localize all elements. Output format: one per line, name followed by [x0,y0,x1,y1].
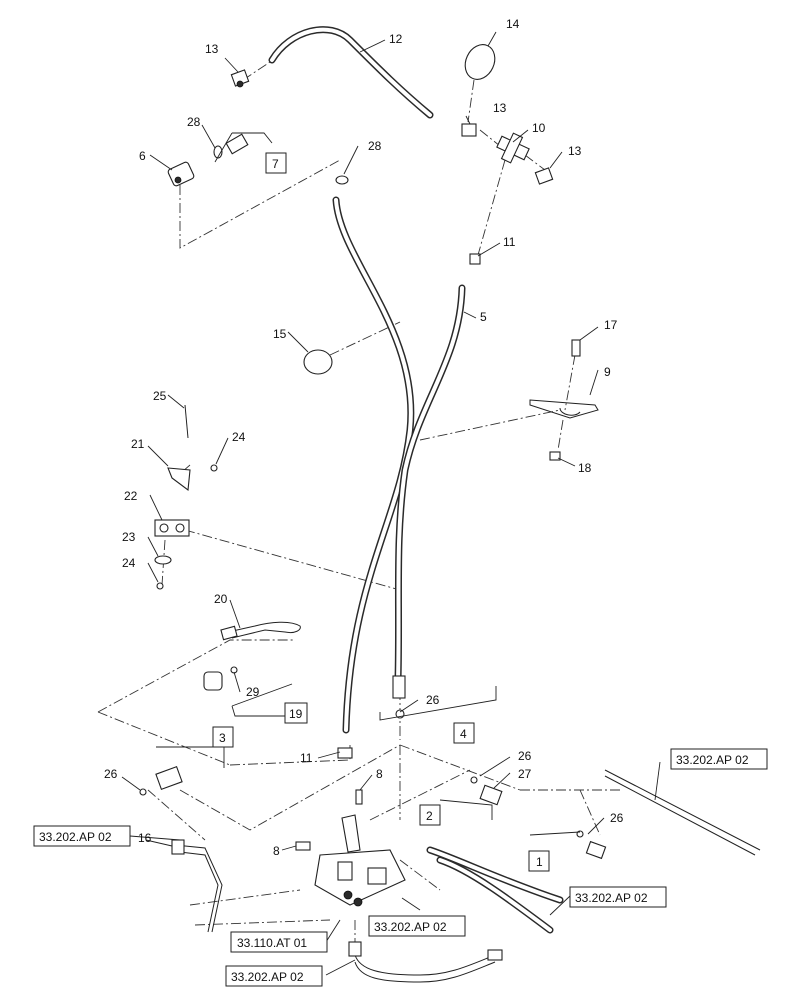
boxed-callout-3: 3 [219,731,226,745]
callout-29: 29 [246,685,260,699]
callout-11: 11 [300,751,313,765]
bolt-25 [184,404,189,439]
o-ring-28 [335,175,349,185]
nut-24-bottom [156,582,164,590]
tube-20 [220,621,301,641]
nut-24-top [210,464,218,472]
ref-33-110-at01: 33.110.AT 01 [237,936,307,950]
bolt-8-left [295,841,311,851]
control-valve [314,814,406,907]
fitting-28-top [213,133,249,159]
boxed-callouts: 7 19 3 4 2 1 [212,152,550,872]
hoses-lower-right [426,846,564,934]
o-ring-14 [464,44,496,80]
fitting-11-bottom [337,747,353,759]
callout-27: 27 [518,767,532,781]
fitting-26-top [392,675,406,719]
fitting-11-top [469,253,481,265]
washer-23 [154,555,172,565]
tee-fitting-10 [496,132,530,164]
bolt-17 [571,339,581,357]
callout-28: 28 [187,115,201,129]
callout-8: 8 [376,767,383,781]
fitting-29 [203,666,238,691]
fitting-6 [167,161,195,187]
fitting-26-box3 [139,766,183,796]
boxed-callout-1: 1 [536,855,543,869]
ref-33-202-ap02-left: 33.202.AP 02 [39,830,112,844]
callout-labels: 13 12 14 28 6 13 10 13 28 11 5 15 17 9 1… [104,17,624,858]
rod-ap02-right [604,769,761,856]
callout-13: 13 [493,101,507,115]
hose-5 [394,284,466,684]
callout-6: 6 [139,149,146,163]
callout-13: 13 [205,42,219,56]
ref-33-202-ap02-mid-right: 33.202.AP 02 [575,891,648,905]
callout-10: 10 [532,121,546,135]
clamp-22 [154,519,190,537]
callout-24: 24 [232,430,246,444]
callout-21: 21 [131,437,145,451]
boxed-callout-4: 4 [460,727,467,741]
fitting-ap02-bottom [348,941,503,961]
callout-26: 26 [426,693,440,707]
callout-17: 17 [604,318,618,332]
callout-22: 22 [124,489,138,503]
boxed-callout-19: 19 [289,707,303,721]
callout-16: 16 [138,831,152,845]
callout-26: 26 [610,811,624,825]
assembly-lines [97,61,620,950]
callout-20: 20 [214,592,228,606]
bolt-8-top [355,789,363,805]
boxed-callout-2: 2 [426,809,433,823]
callout-18: 18 [578,461,592,475]
o-ring-15 [303,349,333,375]
callout-23: 23 [122,530,136,544]
callout-25: 25 [153,389,167,403]
bracket-21 [167,467,191,492]
ref-33-202-ap02-bottom: 33.202.AP 02 [231,970,304,984]
nut-18 [549,451,561,461]
callout-11: 11 [503,235,516,249]
callout-24: 24 [122,556,136,570]
callout-26: 26 [104,767,118,781]
callout-12: 12 [389,32,403,46]
bracket-9 [529,399,599,419]
tube-ap02-bottom [354,954,496,983]
callout-5: 5 [480,310,487,324]
ref-33-202-ap02-center: 33.202.AP 02 [374,920,447,934]
fitting-13-top-left [230,69,250,88]
callout-9: 9 [604,365,611,379]
hose-12 [268,26,434,119]
callout-8: 8 [273,844,280,858]
fitting-27 [470,776,503,806]
fitting-13-mid [461,123,477,137]
ref-33-202-ap02-right: 33.202.AP 02 [676,753,749,767]
reference-boxes: 33.202.AP 02 33.202.AP 02 33.202.AP 02 3… [33,748,768,987]
boxed-callout-7: 7 [272,157,279,171]
callout-13: 13 [568,144,582,158]
tube-16 [171,839,223,933]
callout-15: 15 [273,327,287,341]
fitting-26-box1 [576,830,607,860]
callout-26: 26 [518,749,532,763]
hose-left-long [332,196,415,734]
leader-lines [121,31,661,976]
callout-28: 28 [368,139,382,153]
fitting-13-right [534,167,554,185]
callout-14: 14 [506,17,520,31]
